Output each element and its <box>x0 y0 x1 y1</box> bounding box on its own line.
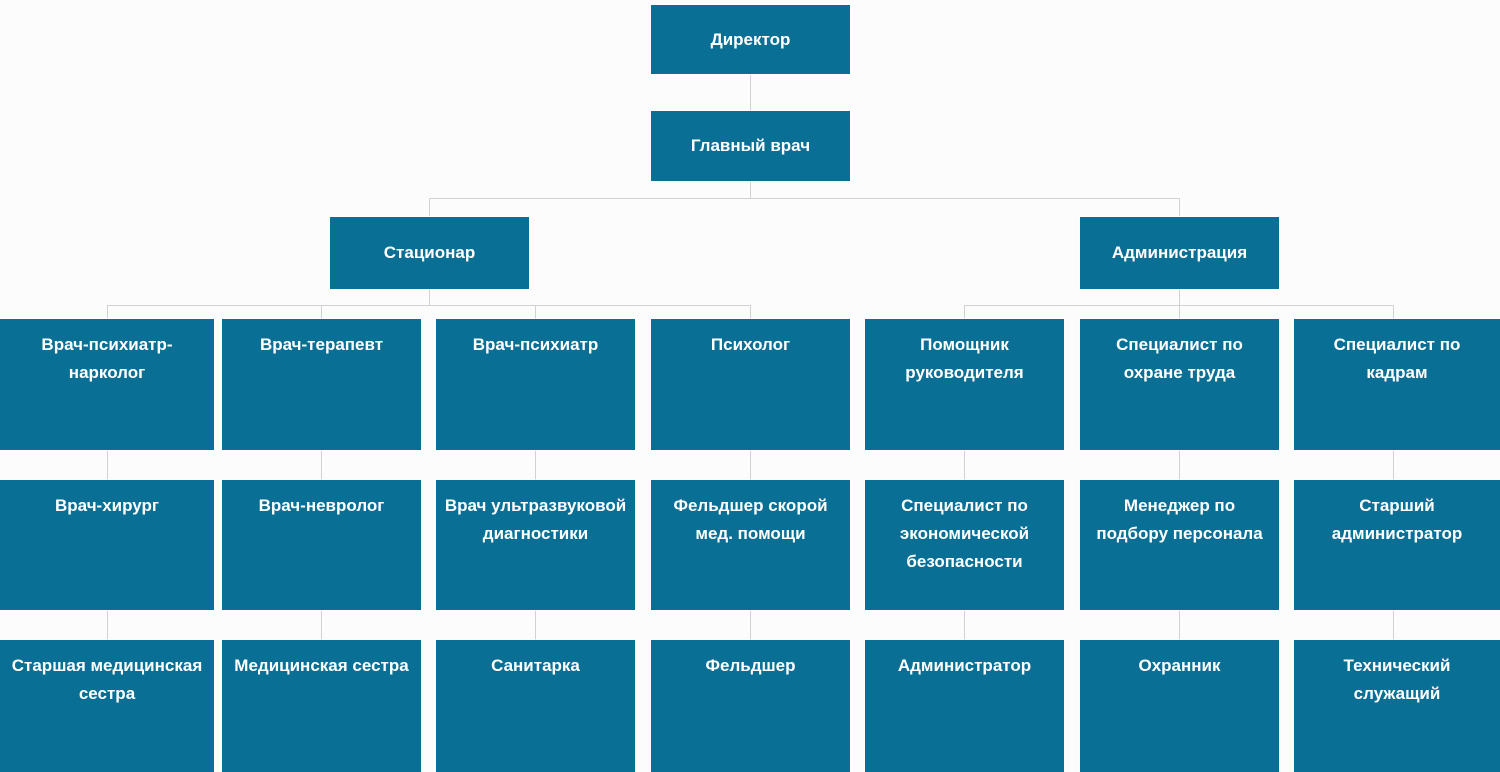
connector-bus-to-administration <box>1179 198 1180 216</box>
connector-r1c4-to-r2c4 <box>750 450 751 480</box>
connector-administration-stem <box>1179 289 1180 305</box>
node-r3c6-label: Охранник <box>1138 656 1221 675</box>
connector-r1c2-to-r2c2 <box>321 450 322 480</box>
connector-r1c7-to-r2c7 <box>1393 450 1394 480</box>
node-r2c3[interactable]: Врач ультразвуковой диагностики <box>436 480 635 610</box>
node-r2c6-label: Менеджер по подбору персонала <box>1096 496 1263 543</box>
connector-chief-stem <box>750 181 751 198</box>
node-r2c7-label: Старший администратор <box>1331 496 1463 543</box>
node-r1c5-label: Помощник руководителя <box>905 335 1024 382</box>
node-r1c1[interactable]: Врач-психиатр-нарколог <box>0 319 214 450</box>
connector-hospital-stem <box>429 289 430 305</box>
connector-administration-drop-3 <box>1393 305 1394 319</box>
node-administration[interactable]: Администрация <box>1080 217 1279 289</box>
connector-r2c4-to-r3c4 <box>750 610 751 640</box>
node-r3c5[interactable]: Администратор <box>865 640 1064 772</box>
node-r2c5[interactable]: Специалист по экономической безопасности <box>865 480 1064 610</box>
node-r1c3[interactable]: Врач-психиатр <box>436 319 635 450</box>
node-r1c6-label: Специалист по охране труда <box>1116 335 1243 382</box>
connector-r2c1-to-r3c1 <box>107 610 108 640</box>
connector-r2c6-to-r3c6 <box>1179 610 1180 640</box>
connector-director-to-chief <box>750 74 751 111</box>
node-r1c6[interactable]: Специалист по охране труда <box>1080 319 1279 450</box>
connector-r2c5-to-r3c5 <box>964 610 965 640</box>
connector-r2c2-to-r3c2 <box>321 610 322 640</box>
node-r1c4-label: Психолог <box>710 335 791 354</box>
node-r1c4[interactable]: Психолог <box>651 319 850 450</box>
connector-administration-drop-2 <box>1179 305 1180 319</box>
node-r2c5-label: Специалист по экономической безопасности <box>899 496 1030 571</box>
node-r3c4[interactable]: Фельдшер <box>651 640 850 772</box>
node-r2c6[interactable]: Менеджер по подбору персонала <box>1080 480 1279 610</box>
connector-hospital-drop-3 <box>535 305 536 319</box>
node-chief-doctor[interactable]: Главный врач <box>651 111 850 181</box>
node-r3c3-label: Санитарка <box>491 656 580 675</box>
connector-r1c3-to-r2c3 <box>535 450 536 480</box>
node-r3c2[interactable]: Медицинская сестра <box>222 640 421 772</box>
connector-hospital-drop-2 <box>321 305 322 319</box>
connector-r1c1-to-r2c1 <box>107 450 108 480</box>
node-r1c7-label: Специалист по кадрам <box>1333 335 1461 382</box>
node-r3c3[interactable]: Санитарка <box>436 640 635 772</box>
node-r2c4-label: Фельдшер скорой мед. помощи <box>673 496 828 543</box>
connector-level3-bus <box>429 198 1180 199</box>
node-r3c4-label: Фельдшер <box>705 656 796 675</box>
node-r3c7[interactable]: Технический служащий <box>1294 640 1500 772</box>
node-r1c7[interactable]: Специалист по кадрам <box>1294 319 1500 450</box>
node-r3c7-label: Технический служащий <box>1343 656 1451 703</box>
node-r2c1-label: Врач-хирург <box>55 496 159 515</box>
node-r3c5-label: Администратор <box>897 656 1032 675</box>
connector-hospital-drop-1 <box>107 305 108 319</box>
node-r3c6[interactable]: Охранник <box>1080 640 1279 772</box>
node-director[interactable]: Директор <box>651 5 850 74</box>
node-r1c2[interactable]: Врач-терапевт <box>222 319 421 450</box>
connector-r2c3-to-r3c3 <box>535 610 536 640</box>
node-r1c3-label: Врач-психиатр <box>472 335 599 354</box>
node-r2c4[interactable]: Фельдшер скорой мед. помощи <box>651 480 850 610</box>
node-administration-label: Администрация <box>1111 243 1248 262</box>
node-r2c2[interactable]: Врач-невролог <box>222 480 421 610</box>
connector-administration-drop-1 <box>964 305 965 319</box>
node-chief-doctor-label: Главный врач <box>690 136 811 155</box>
node-hospital-label: Стационар <box>383 243 476 262</box>
node-r1c1-label: Врач-психиатр-нарколог <box>41 335 173 382</box>
connector-r2c7-to-r3c7 <box>1393 610 1394 640</box>
node-r2c3-label: Врач ультразвуковой диагностики <box>444 496 627 543</box>
node-r3c1[interactable]: Старшая медицинская сестра <box>0 640 214 772</box>
node-r1c2-label: Врач-терапевт <box>259 335 384 354</box>
node-r3c2-label: Медицинская сестра <box>234 656 409 675</box>
connector-bus-to-hospital <box>429 198 430 216</box>
node-r3c1-label: Старшая медицинская сестра <box>11 656 203 703</box>
node-r2c7[interactable]: Старший администратор <box>1294 480 1500 610</box>
node-r2c1[interactable]: Врач-хирург <box>0 480 214 610</box>
connector-hospital-drop-4 <box>750 305 751 319</box>
connector-r1c5-to-r2c5 <box>964 450 965 480</box>
connector-r1c6-to-r2c6 <box>1179 450 1180 480</box>
node-r1c5[interactable]: Помощник руководителя <box>865 319 1064 450</box>
node-r2c2-label: Врач-невролог <box>258 496 385 515</box>
node-director-label: Директор <box>710 29 791 49</box>
node-hospital[interactable]: Стационар <box>330 217 529 289</box>
connector-hospital-bus <box>107 305 751 306</box>
